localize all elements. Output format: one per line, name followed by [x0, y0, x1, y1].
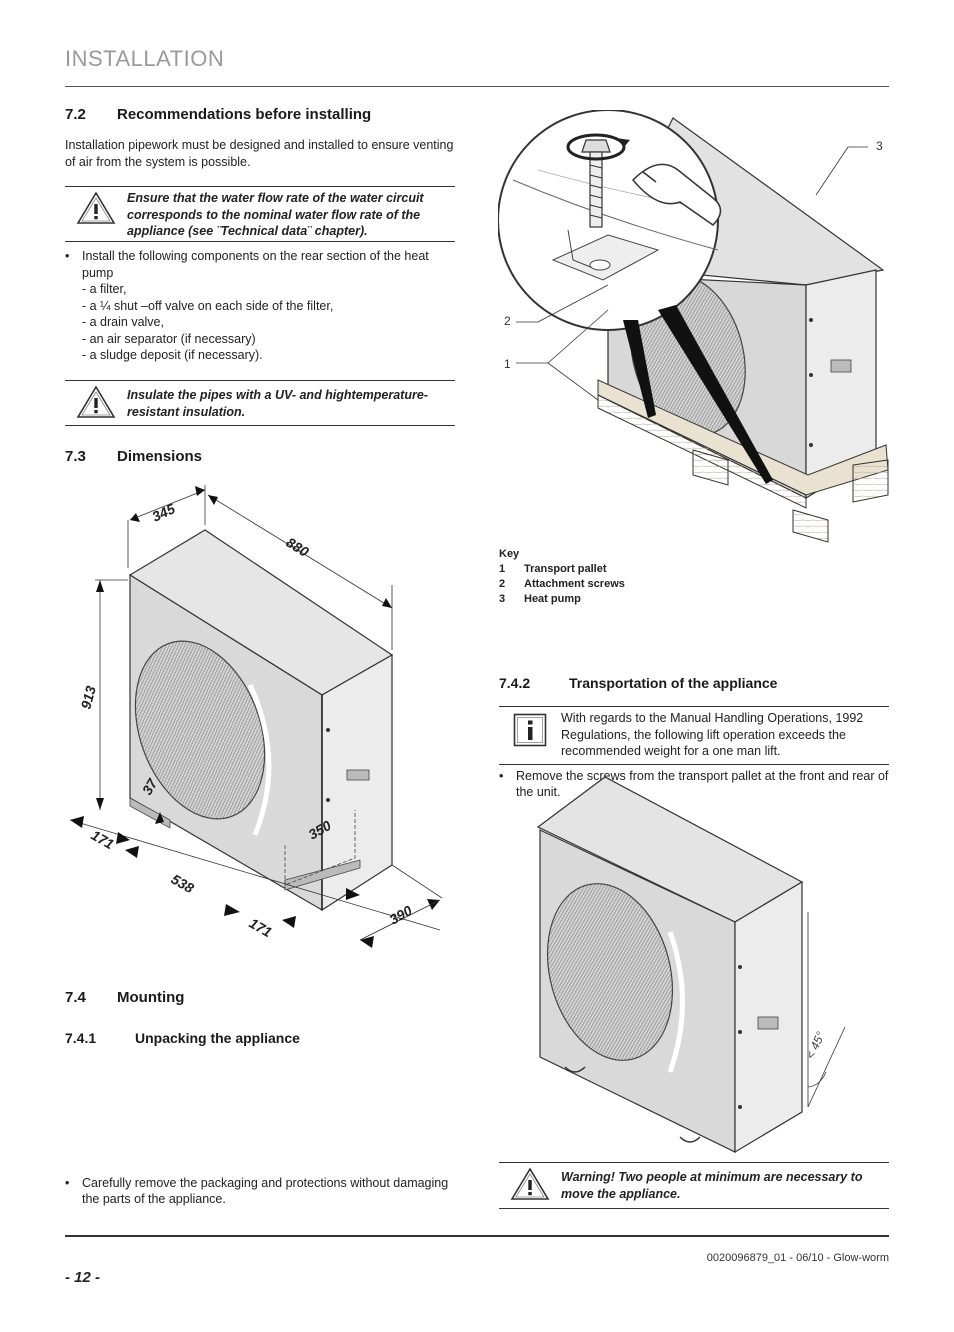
warning-notice-two-people: Warning! Two people at minimum are neces… [499, 1162, 889, 1209]
warning-triangle-icon [499, 1163, 561, 1201]
bullet-text: Install the following components on the … [82, 249, 429, 280]
warning-triangle-icon [65, 381, 127, 419]
section-number: 7.3 [65, 448, 86, 465]
warning-text: Insulate the pipes with a UV- and highte… [127, 388, 428, 419]
warning-triangle-icon [65, 187, 127, 225]
install-components-bullet: Install the following components on the … [65, 248, 462, 364]
key-title: Key [499, 548, 520, 560]
dim-base-depth: 390 [387, 902, 415, 928]
dim-feet-spacing: 538 [169, 871, 197, 897]
section-number: 7.2 [65, 106, 86, 123]
section-title: Dimensions [117, 448, 203, 465]
page-header: INSTALLATION [65, 46, 889, 87]
info-icon [499, 707, 561, 747]
section-7-4-1-heading: 7.4.1 Unpacking the appliance [65, 1030, 455, 1046]
page-number: - 12 - [65, 1269, 101, 1286]
angle-label: < 45° [803, 1029, 828, 1061]
dim-right-offset: 171 [247, 915, 275, 941]
callout-3: 3 [876, 139, 883, 153]
unpacking-bullet: Carefully remove the packaging and prote… [65, 1175, 462, 1208]
section-7-2-intro: Installation pipework must be designed a… [65, 138, 454, 169]
section-7-3-heading: 7.3 Dimensions [65, 448, 455, 465]
footer-rule [65, 1235, 889, 1237]
section-title: Mounting [117, 989, 185, 1006]
section-title: Unpacking the appliance [135, 1030, 300, 1046]
transport-illustration: < 45° [536, 776, 846, 1154]
dim-height: 913 [77, 684, 99, 711]
info-text: With regards to the Manual Handling Oper… [561, 711, 864, 758]
dim-depth: 345 [150, 500, 178, 524]
page-title: INSTALLATION [65, 46, 225, 71]
section-7-2-heading: 7.2 Recommendations before installing [65, 106, 455, 123]
section-number: 7.4.1 [65, 1030, 97, 1046]
pallet-illustration: 1 2 3 [498, 110, 889, 543]
section-title: Transportation of the appliance [569, 675, 778, 691]
section-number: 7.4.2 [499, 675, 531, 691]
callout-2: 2 [504, 314, 511, 328]
callout-1: 1 [504, 357, 511, 371]
footer-doc-ref: 0020096879_01 - 06/10 - Glow-worm [706, 1252, 889, 1264]
warning-notice-water-flow: Ensure that the water flow rate of the w… [65, 186, 455, 242]
warning-text: Ensure that the water flow rate of the w… [127, 191, 424, 238]
warning-notice-insulation: Insulate the pipes with a UV- and highte… [65, 380, 455, 426]
section-number: 7.4 [65, 989, 86, 1006]
dimensions-drawing: 345 880 913 37 171 538 171 350 390 [69, 485, 443, 948]
component-item: - a ¼ shut –off valve on each side of th… [82, 298, 334, 313]
component-item: - a filter, [82, 282, 127, 296]
warning-text: Warning! Two people at minimum are neces… [561, 1170, 863, 1201]
dim-left-offset: 171 [89, 827, 117, 853]
component-item: - a drain valve, [82, 315, 164, 329]
section-title: Recommendations before installing [117, 106, 372, 123]
component-item: - an air separator (if necessary) [82, 331, 256, 346]
section-7-4-2-heading: 7.4.2 Transportation of the appliance [499, 675, 889, 691]
section-7-4-heading: 7.4 Mounting [65, 989, 455, 1006]
info-notice-handling: With regards to the Manual Handling Oper… [499, 706, 889, 765]
component-item: - a sludge deposit (if necessary). [82, 348, 263, 362]
